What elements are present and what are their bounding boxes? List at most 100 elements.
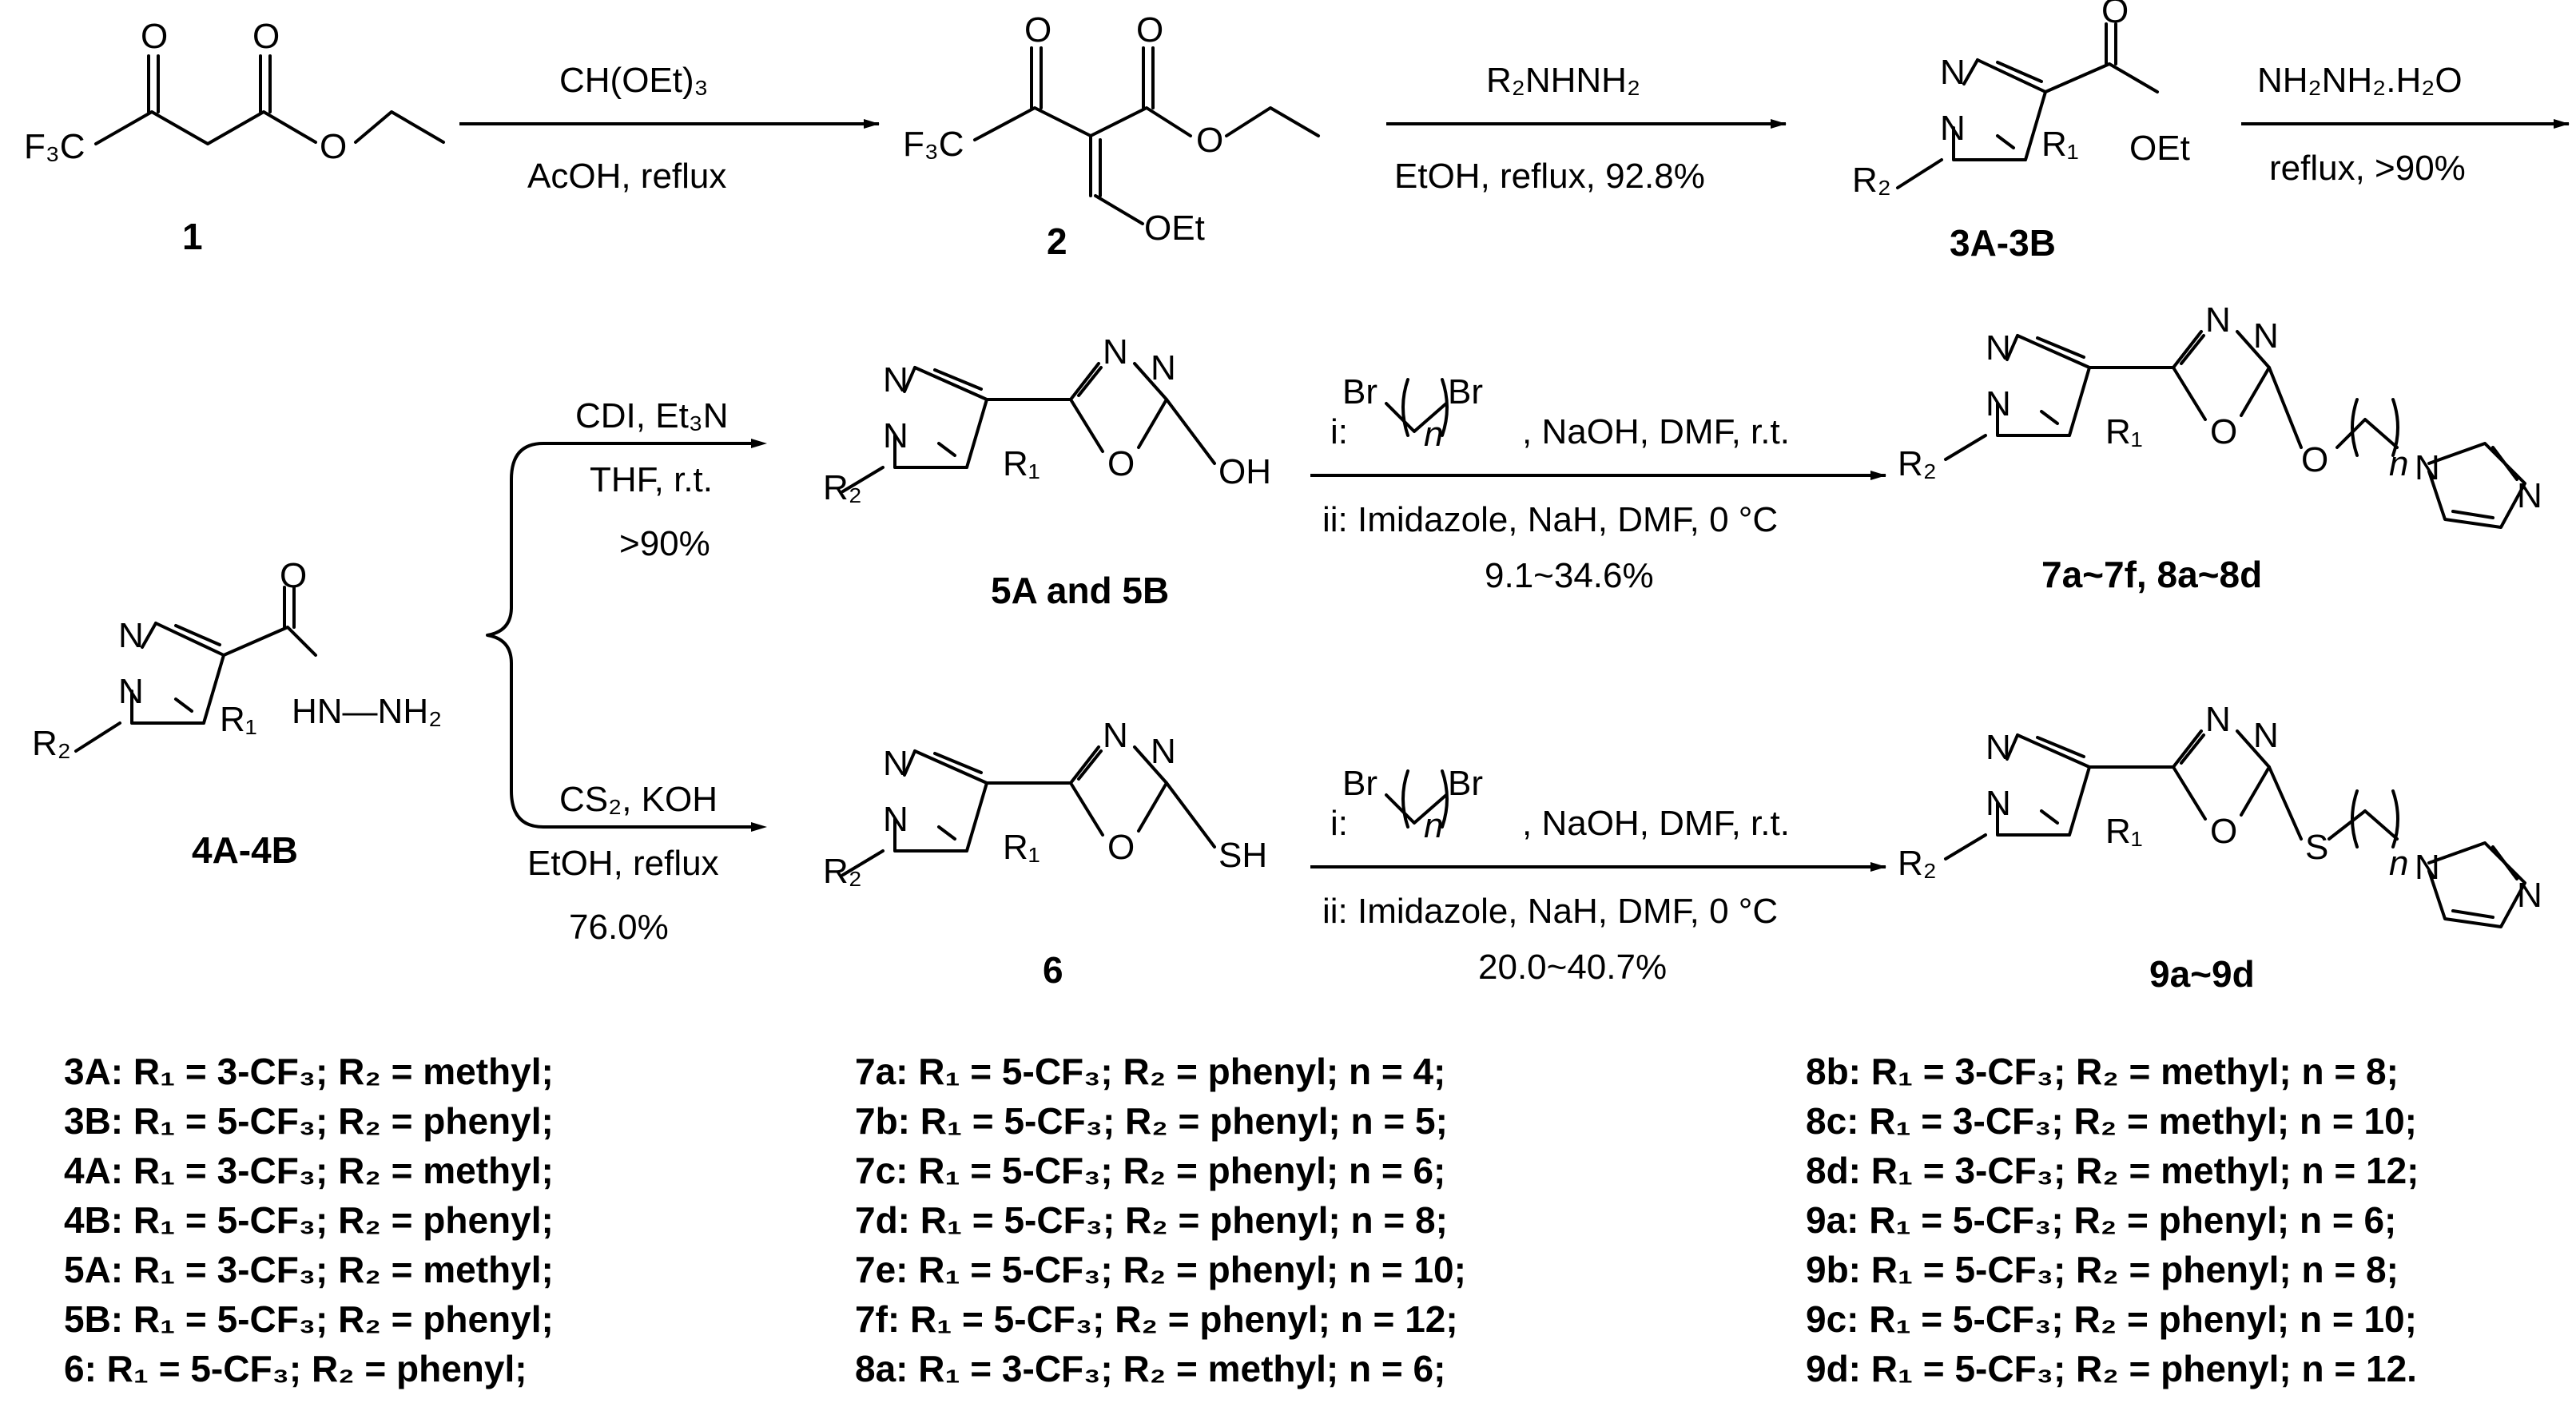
- oxygen-label: O: [1024, 10, 1051, 50]
- repeat-n-label: n: [1424, 415, 1443, 454]
- nitrogen-label: N: [1940, 53, 1966, 92]
- sulfur-label: S: [2305, 828, 2328, 867]
- step1-conditions: AcOH, reflux: [527, 157, 726, 196]
- f3c-label: F₃C: [903, 125, 964, 164]
- compound-6-label: 6: [1043, 949, 1063, 991]
- nitrogen-label: N: [1151, 348, 1176, 388]
- imidazole-nitrogen-label: N: [2517, 876, 2542, 915]
- r1-label: R₁: [1003, 828, 1040, 867]
- imidazole-nitrogen-label: N: [2415, 448, 2440, 487]
- hydroxyl-label: OH: [1218, 452, 1271, 491]
- legend-entry: 4B: R₁ = 5-CF₃; R₂ = phenyl;: [64, 1199, 554, 1241]
- nitrogen-label: N: [2253, 316, 2279, 356]
- f3c-label: F₃C: [24, 127, 85, 166]
- oxygen-label: O: [1107, 828, 1135, 867]
- legend-entry: 6: R₁ = 5-CF₃; R₂ = phenyl;: [64, 1348, 527, 1389]
- r1-label: R₁: [2105, 412, 2143, 451]
- step4b-reagent: CS₂, KOH: [559, 780, 718, 819]
- legend-entry: 5B: R₁ = 5-CF₃; R₂ = phenyl;: [64, 1298, 554, 1340]
- compound-7-8-structure: N N N N O O n N N R₁ R₂ 7a~7f, 8a~8d: [1898, 300, 2542, 595]
- r1-label: R₁: [220, 700, 257, 739]
- step5a-imidazole: ii: Imidazole, NaH, DMF, 0 °C: [1322, 500, 1778, 539]
- nitrogen-label: N: [883, 744, 908, 783]
- nitrogen-label: N: [118, 672, 144, 711]
- compound-4-label: 4A-4B: [192, 829, 298, 871]
- legend-entry: 4A: R₁ = 3-CF₃; R₂ = methyl;: [64, 1150, 554, 1191]
- step4b-yield: 76.0%: [569, 908, 669, 947]
- step5b-reagents: , NaOH, DMF, r.t.: [1522, 804, 1790, 843]
- step5a-yield: 9.1~34.6%: [1485, 556, 1654, 595]
- nitrogen-label: N: [1940, 109, 1966, 148]
- step1-reagent: CH(OEt)₃: [559, 61, 709, 100]
- oxygen-label: O: [320, 127, 347, 166]
- nitrogen-label: N: [2253, 716, 2279, 755]
- step2-reagent: R₂NHNH₂: [1486, 61, 1640, 100]
- step4a-conditions: THF, r.t.: [590, 460, 713, 499]
- nitrogen-label: N: [1986, 384, 2011, 423]
- r2-label: R₂: [1852, 161, 1891, 200]
- bromine-label: Br: [1342, 764, 1377, 803]
- hydrazide-label: HN—NH₂: [292, 692, 442, 731]
- oxygen-label: O: [1136, 10, 1163, 50]
- legend-entry: 8d: R₁ = 3-CF₃; R₂ = methyl; n = 12;: [1806, 1150, 2419, 1191]
- nitrogen-label: N: [1986, 784, 2011, 823]
- r2-label: R₂: [1898, 844, 1937, 883]
- r1-label: R₁: [1003, 444, 1040, 483]
- nitrogen-label: N: [1986, 728, 2011, 767]
- dibromoalkane-structure: i: Br n Br: [1330, 372, 1483, 454]
- nitrogen-label: N: [1103, 716, 1128, 755]
- substituent-legend-column-1: 3A: R₁ = 3-CF₃; R₂ = methyl; 3B: R₁ = 5-…: [64, 1047, 554, 1393]
- nitrogen-label: N: [2205, 700, 2231, 739]
- oxygen-label: O: [2210, 412, 2237, 451]
- step5b-imidazole: ii: Imidazole, NaH, DMF, 0 °C: [1322, 892, 1778, 931]
- compound-5-label: 5A and 5B: [991, 570, 1169, 611]
- compound-6-structure: N N N N O SH R₁ R₂ 6: [823, 716, 1267, 991]
- nitrogen-label: N: [883, 416, 908, 455]
- legend-entry: 9d: R₁ = 5-CF₃; R₂ = phenyl; n = 12.: [1806, 1348, 2417, 1389]
- repeat-n-label: n: [2389, 444, 2408, 483]
- nitrogen-label: N: [2205, 300, 2231, 340]
- compound-2-label: 2: [1047, 221, 1067, 262]
- nitrogen-label: N: [1151, 732, 1176, 771]
- imidazole-nitrogen-label: N: [2415, 848, 2440, 887]
- legend-entry: 3A: R₁ = 3-CF₃; R₂ = methyl;: [64, 1051, 554, 1092]
- bromine-label: Br: [1342, 372, 1377, 411]
- dibromoalkane-structure: i: Br n Br: [1330, 764, 1483, 845]
- step4a-reagent: CDI, Et₃N: [575, 396, 729, 435]
- legend-entry: 7c: R₁ = 5-CF₃; R₂ = phenyl; n = 6;: [855, 1150, 1446, 1191]
- legend-entry: 9c: R₁ = 5-CF₃; R₂ = phenyl; n = 10;: [1806, 1298, 2417, 1340]
- bromine-label: Br: [1448, 764, 1483, 803]
- compound-1-label: 1: [182, 216, 203, 257]
- compound-3-structure: N N O OEt R₁ R₂ 3A-3B: [1852, 0, 2190, 264]
- step2-conditions: EtOH, reflux, 92.8%: [1394, 157, 1705, 196]
- oxygen-label: O: [252, 17, 280, 56]
- compound-9-structure: N N N N O S n N N R₁ R₂ 9a~9d: [1898, 700, 2542, 995]
- legend-entry: 9b: R₁ = 5-CF₃; R₂ = phenyl; n = 8;: [1806, 1249, 2399, 1290]
- legend-entry: 7e: R₁ = 5-CF₃; R₂ = phenyl; n = 10;: [855, 1249, 1466, 1290]
- oxygen-label: O: [1196, 121, 1223, 160]
- nitrogen-label: N: [883, 360, 908, 399]
- nitrogen-label: N: [883, 800, 908, 839]
- compound-1-structure: O O O F₃C 1: [24, 17, 445, 257]
- compound-5-structure: N N N N O OH R₁ R₂ 5A and 5B: [823, 332, 1271, 611]
- substituent-legend-column-3: 8b: R₁ = 3-CF₃; R₂ = methyl; n = 8; 8c: …: [1806, 1047, 2419, 1393]
- compound-9-label: 9a~9d: [2149, 953, 2255, 995]
- r2-label: R₂: [823, 852, 862, 891]
- legend-entry: 9a: R₁ = 5-CF₃; R₂ = phenyl; n = 6;: [1806, 1199, 2397, 1241]
- oxygen-label: O: [141, 17, 168, 56]
- oxygen-label: O: [2210, 812, 2237, 851]
- branch-brace: [486, 442, 753, 829]
- substituent-legend-column-2: 7a: R₁ = 5-CF₃; R₂ = phenyl; n = 4; 7b: …: [855, 1047, 1466, 1393]
- ethoxy-label: OEt: [2129, 129, 2190, 168]
- imidazole-nitrogen-label: N: [2517, 476, 2542, 515]
- legend-entry: 7a: R₁ = 5-CF₃; R₂ = phenyl; n = 4;: [855, 1051, 1446, 1092]
- step4b-conditions: EtOH, reflux: [527, 844, 719, 883]
- reagent-step-i-label: i:: [1330, 804, 1348, 843]
- oxygen-label: O: [280, 556, 307, 595]
- legend-entry: 7b: R₁ = 5-CF₃; R₂ = phenyl; n = 5;: [855, 1100, 1448, 1142]
- repeat-n-label: n: [2389, 844, 2408, 883]
- branch-arrowhead-top: [751, 439, 767, 448]
- nitrogen-label: N: [1103, 332, 1128, 372]
- compound-7-8-label: 7a~7f, 8a~8d: [2041, 554, 2262, 595]
